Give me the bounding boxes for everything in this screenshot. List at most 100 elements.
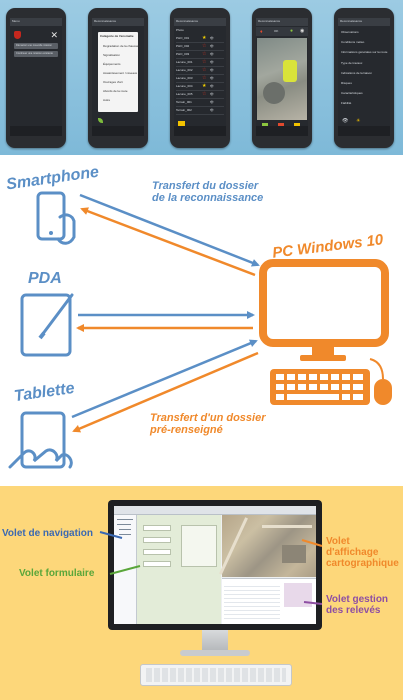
- new-mission-button[interactable]: Démarrer une nouvelle mission: [14, 43, 58, 49]
- dialog-option[interactable]: Dégradation de la chaussée: [103, 44, 141, 48]
- eye-icon[interactable]: 👁: [342, 118, 349, 124]
- pc-monitor-icon: [259, 259, 389, 361]
- list-item[interactable]: Terrain_002👁: [176, 107, 224, 115]
- list-item[interactable]: Lacune_003☆👁: [176, 75, 224, 83]
- list-header: Photo: [176, 28, 184, 32]
- sun-icon[interactable]: ☀: [356, 118, 361, 124]
- list-item[interactable]: Lacune_004★👁: [176, 83, 224, 91]
- form-pane: [137, 515, 221, 624]
- download-caption: Transfert d'un dossier pré-renseigné: [150, 412, 266, 436]
- list-item[interactable]: PHO_003☆👁: [176, 51, 224, 59]
- continue-mission-button[interactable]: Continuer une mission existante: [14, 51, 58, 57]
- form-item[interactable]: Conditions météo: [341, 40, 365, 44]
- eye-icon: 👁: [210, 84, 214, 88]
- phone-title: Menu: [12, 19, 20, 23]
- pointer-carto: [301, 539, 323, 547]
- upload-caption: Transfert du dossier de la reconnaissanc…: [152, 180, 264, 204]
- dialog-option[interactable]: Ouvrages d'art: [103, 80, 123, 84]
- records-panel-label: Volet gestion des relevés: [326, 594, 389, 616]
- form-panel-label: Volet formulaire: [19, 568, 95, 579]
- star-icon: ★: [202, 35, 207, 41]
- tab-bar: ♦ OK ● ◉: [256, 27, 308, 36]
- star-icon: ☆: [202, 51, 207, 57]
- star-icon: ☆: [202, 75, 207, 81]
- tools-icon: ✕: [50, 30, 58, 40]
- dialog-option[interactable]: Signalisation: [103, 53, 121, 57]
- arrow-pc-to-tablet: [72, 351, 259, 433]
- list-item[interactable]: Lacune_002☆👁: [176, 67, 224, 75]
- tab-ok[interactable]: OK: [274, 29, 279, 33]
- dialog-option[interactable]: Assainissement / réseaux: [103, 71, 138, 75]
- map-panel-label: Volet d'affichage cartographique: [326, 536, 399, 569]
- phone-title: Reconnaissance: [258, 19, 281, 23]
- list-item[interactable]: Lacune_001☆👁: [176, 59, 224, 67]
- form-item[interactable]: Caractéristiques: [341, 91, 363, 95]
- eye-icon: 👁: [210, 60, 214, 64]
- pointer-formulaire: [109, 565, 141, 575]
- phone-screen-list: Reconnaissance Photo PHO_001★👁 PHO_002☆👁…: [170, 8, 230, 148]
- star-icon: ★: [202, 83, 207, 89]
- arrow-smartphone-to-pc: [79, 193, 260, 267]
- star-icon: ☆: [202, 43, 207, 49]
- eye-icon: 👁: [210, 68, 214, 72]
- phone-screens-band: Menu ✕ Démarrer une nouvelle mission Con…: [0, 0, 403, 155]
- folder-icon[interactable]: [178, 121, 185, 126]
- eye-icon: 👁: [210, 76, 214, 80]
- gps-icon[interactable]: ●: [290, 28, 294, 34]
- eye-icon: 👁: [210, 44, 214, 48]
- dialog-option[interactable]: Abords de la route: [103, 89, 128, 93]
- list-item[interactable]: Lacune_005☆👁: [176, 91, 224, 99]
- form-item[interactable]: Observations: [341, 30, 359, 34]
- worker-figure: [283, 60, 297, 82]
- pointer-gestion: [303, 601, 323, 605]
- keyboard-icon: [270, 369, 370, 405]
- arrow-pc-to-smartphone: [80, 207, 256, 277]
- phone-screen-photo: Reconnaissance ♦ OK ● ◉: [252, 8, 312, 148]
- monitor-stand: [202, 630, 228, 652]
- arrow-tablet-to-pc: [71, 339, 258, 419]
- phone-screen-menu: Menu ✕ Démarrer une nouvelle mission Con…: [6, 8, 66, 148]
- navigation-panel-label: Volet de navigation: [2, 528, 93, 539]
- map-pane: [219, 515, 316, 577]
- list-item[interactable]: PHO_002☆👁: [176, 43, 224, 51]
- panel-pointers: [99, 531, 323, 605]
- eye-icon: 👁: [210, 52, 214, 56]
- form-item[interactable]: Type de travaux: [341, 61, 363, 65]
- pointer-navigation: [99, 531, 123, 539]
- phone-screen-form: Reconnaissance Observations Conditions m…: [334, 8, 394, 148]
- phone-title: Reconnaissance: [94, 19, 117, 23]
- eye-icon: 👁: [210, 92, 214, 96]
- phone-screen-category-dialog: Reconnaissance Catégorie de l'anomalie D…: [88, 8, 148, 148]
- star-icon: ☆: [202, 59, 207, 65]
- pda-icon: [20, 293, 74, 357]
- site-photo: [257, 38, 307, 120]
- eye-icon: 👁: [210, 108, 214, 112]
- camera-icon[interactable]: ◉: [300, 28, 305, 34]
- desktop-keyboard: [140, 664, 292, 686]
- app-toolbar: [114, 506, 316, 515]
- dialog-title: Catégorie de l'anomalie: [100, 34, 134, 38]
- star-icon: ☆: [202, 67, 207, 73]
- eye-icon: 👁: [210, 100, 214, 104]
- list-item[interactable]: Terrain_001👁: [176, 99, 224, 107]
- mouse-icon: [369, 358, 392, 405]
- dialog-option[interactable]: Équipements: [103, 62, 121, 66]
- flame-icon[interactable]: ♦: [260, 29, 263, 35]
- desktop-monitor: [108, 500, 322, 630]
- phone-title: Reconnaissance: [176, 19, 199, 23]
- dialog-option[interactable]: Autre: [103, 98, 111, 102]
- form-item[interactable]: Informations générales sur la route: [341, 50, 388, 54]
- app-logo-icon: [14, 31, 21, 39]
- app-screenshot: [114, 506, 316, 624]
- eye-icon: 👁: [210, 36, 214, 40]
- transfer-diagram: [8, 191, 392, 469]
- records-pane: [222, 578, 316, 624]
- list-item[interactable]: PHO_001★👁: [176, 35, 224, 43]
- form-item[interactable]: Fiabilité: [341, 101, 352, 105]
- form-item[interactable]: Risques: [341, 81, 352, 85]
- monitor-base: [180, 650, 250, 656]
- form-item[interactable]: Indications de la liaison: [341, 71, 373, 75]
- category-dialog: Catégorie de l'anomalie Dégradation de l…: [98, 32, 141, 112]
- tablet-icon: [8, 411, 73, 469]
